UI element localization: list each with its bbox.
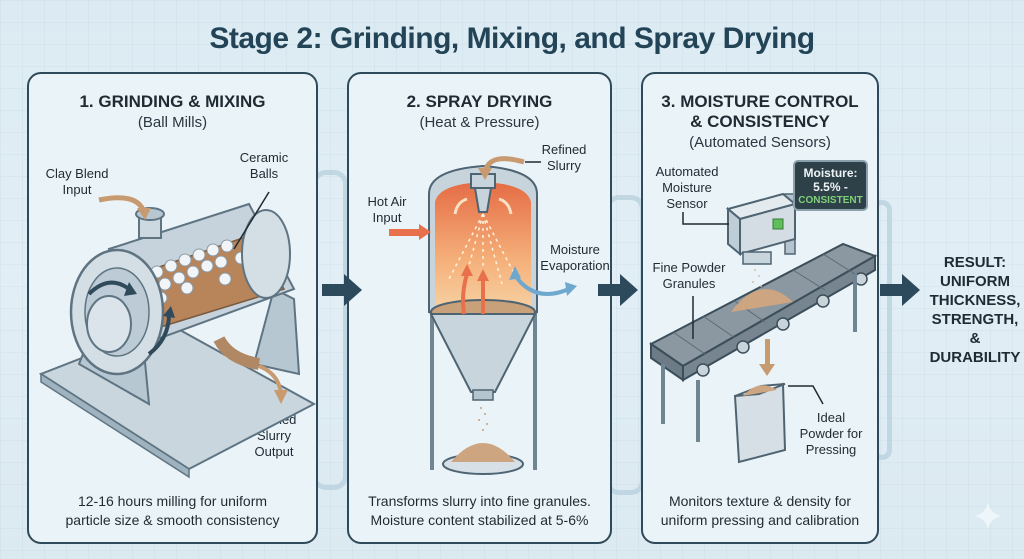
label-clay-blend-input: Clay Blend Input	[37, 166, 117, 198]
label-line: Ideal	[816, 410, 846, 425]
mill-support-right	[252, 287, 301, 376]
panel-subtitle: (Ball Mills)	[137, 114, 208, 131]
spray-dryer-illustration	[389, 156, 577, 475]
label-line: Automated	[655, 164, 719, 179]
powder-pile	[451, 443, 515, 462]
powder-pile	[731, 289, 793, 312]
page-title: Stage 2: Grinding, Mixing, and Spray Dry…	[209, 22, 815, 55]
drop-arrow	[765, 339, 770, 367]
panel-subtitle: (Heat & Pressure)	[419, 114, 540, 131]
moisture-value: 5.5% -	[813, 180, 848, 194]
caption-line: Moisture content stabilized at 5-6%	[370, 512, 589, 528]
panel-caption: Monitors texture & density for uniform p…	[643, 492, 877, 530]
panel-title: 2. SPRAY DRYING	[406, 92, 553, 111]
rotation-arrow	[147, 313, 171, 356]
title-line: & CONSISTENCY	[690, 112, 830, 131]
caption-line: 12-16 hours milling for uniform	[77, 493, 268, 509]
conveyor-rollers	[696, 272, 868, 377]
label-ceramic-balls: Ceramic Balls	[229, 150, 299, 182]
conveyor-illustration	[649, 192, 878, 464]
result-line: STRENGTH,	[931, 311, 1019, 328]
label-line: Fine Powder	[652, 260, 726, 275]
label-line: Pressing	[805, 442, 857, 457]
result-text: RESULT: UNIFORM THICKNESS, STRENGTH, & D…	[927, 253, 1023, 367]
label-line: Input	[62, 182, 92, 197]
caption-line: Monitors texture & density for	[668, 493, 852, 509]
panel-grinding-mixing: 1. GRINDING & MIXING (Ball Mills) Clay B…	[27, 72, 318, 544]
result-line: UNIFORM	[940, 273, 1010, 290]
label-hot-air-input: Hot Air Input	[357, 194, 417, 226]
label-fine-powder-granules: Fine Powder Granules	[647, 260, 731, 292]
flow-arrow-icon	[880, 274, 920, 306]
panel-title: 3. MOISTURE CONTROL & CONSISTENCY	[643, 92, 877, 132]
label-line: Sensor	[666, 196, 708, 211]
output-pipe	[213, 335, 261, 370]
label-line: Moisture	[550, 242, 600, 257]
label-line: Slurry	[547, 158, 581, 173]
result-line: THICKNESS,	[929, 292, 1021, 309]
input-arrow	[98, 195, 147, 214]
falling-powder	[478, 407, 488, 431]
hot-air-flow-arrow	[461, 273, 469, 315]
label-line: Balls	[249, 166, 279, 181]
panel-caption: Transforms slurry into fine granules. Mo…	[349, 492, 610, 530]
caption-line: uniform pressing and calibration	[660, 512, 860, 528]
ball-mill-illustration	[38, 191, 317, 479]
label-line: Clay Blend	[45, 166, 109, 181]
result-line: & DURABILITY	[929, 330, 1021, 366]
title-line: 3. MOISTURE CONTROL	[661, 92, 859, 111]
flow-arrow-icon	[598, 274, 638, 306]
label-refined-slurry: Refined Slurry	[529, 142, 599, 174]
label-line: Granules	[662, 276, 716, 291]
spray-pattern	[448, 213, 518, 286]
label-line: Slurry	[257, 428, 291, 443]
moisture-status: CONSISTENT	[798, 195, 863, 206]
panel-title: 1. GRINDING & MIXING	[79, 92, 266, 111]
caption-line: particle size & smooth consistency	[65, 512, 280, 528]
label-line: Hot Air	[367, 194, 407, 209]
label-line: Refined	[541, 142, 587, 157]
label-moisture-evaporation: Moisture Evaporation	[535, 242, 615, 274]
sparkle-icon	[974, 502, 1002, 530]
falling-powder	[752, 269, 762, 287]
dryer-heat-zone	[435, 182, 531, 312]
hot-air-arrow	[389, 229, 421, 236]
flow-arrow-icon	[322, 274, 362, 306]
ceramic-balls	[150, 239, 248, 305]
sensor-indicator-light	[772, 218, 784, 230]
mill-base-edge	[40, 372, 190, 479]
evaporation-arrow	[512, 272, 570, 296]
panel-moisture-control: 3. MOISTURE CONTROL & CONSISTENCY (Autom…	[641, 72, 879, 544]
result-line: RESULT:	[943, 254, 1007, 271]
label-line: Output	[254, 444, 294, 459]
moisture-label: Moisture:	[803, 166, 858, 180]
label-line: Evaporation	[540, 258, 610, 273]
label-line: Moisture	[662, 180, 712, 195]
label-line: Input	[372, 210, 402, 225]
caption-line: Transforms slurry into fine granules.	[368, 493, 591, 509]
mill-shaft	[86, 295, 132, 353]
panel-subtitle: (Automated Sensors)	[689, 134, 831, 151]
panel-spray-drying: 2. SPRAY DRYING (Heat & Pressure) Refine…	[347, 72, 612, 544]
panel-caption: 12-16 hours milling for uniform particle…	[29, 492, 316, 530]
label-automated-moisture-sensor: Automated Moisture Sensor	[647, 164, 727, 212]
label-line: Powder for	[799, 426, 863, 441]
label-ideal-powder: Ideal Powder for Pressing	[793, 410, 869, 458]
moisture-display: Moisture: 5.5% - CONSISTENT	[793, 160, 868, 211]
label-line: Ceramic	[239, 150, 289, 165]
dryer-cone	[429, 313, 537, 393]
rotation-arrow	[87, 280, 131, 296]
